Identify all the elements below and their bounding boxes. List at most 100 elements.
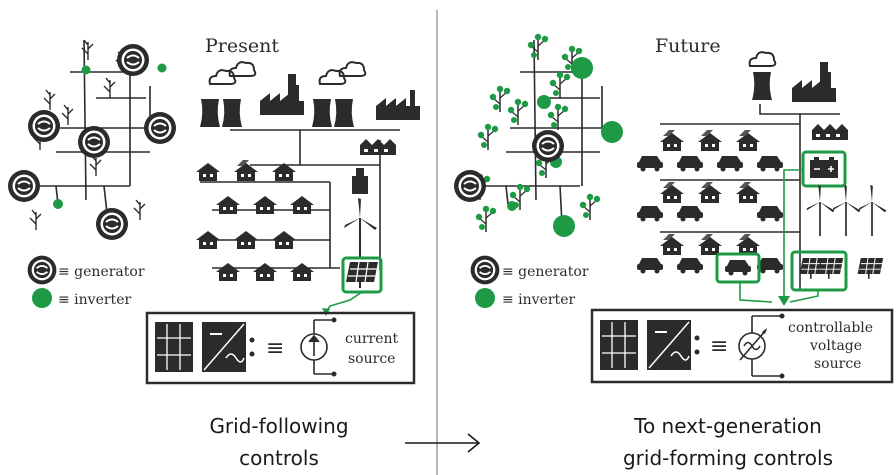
- present-houses: [196, 160, 314, 281]
- power-plant-icon: [200, 99, 220, 127]
- generator-icon: [453, 169, 487, 203]
- house-icon: [736, 234, 760, 255]
- present-inverters: [53, 63, 167, 209]
- solar-panel-icon: [345, 261, 379, 289]
- power-plant-icon: [312, 99, 332, 127]
- factory-icon: [376, 90, 420, 120]
- power-plant-icon: [222, 99, 242, 127]
- future-battery-highlight: [801, 150, 847, 188]
- factory-icon: [812, 124, 848, 140]
- voltage-source-label-1: controllable: [788, 320, 873, 336]
- house-icon: [736, 182, 760, 203]
- power-plant-icon: [334, 99, 354, 127]
- car-icon: [757, 206, 783, 222]
- future-caption-line-1: To next-generation: [633, 414, 822, 438]
- wind-turbine-icon: [831, 184, 862, 237]
- legend-inverter-label: ≡ inverter: [502, 292, 575, 308]
- car-icon: [637, 206, 663, 222]
- house-icon: [290, 196, 314, 214]
- car-icon: [637, 156, 663, 172]
- present-caption-line-1: Grid-following: [209, 414, 348, 438]
- future-ev-highlight: [715, 252, 761, 284]
- generator-icon: [77, 125, 111, 159]
- car-icon: [717, 156, 743, 172]
- house-icon: [660, 234, 684, 255]
- inverter-icon: [32, 288, 52, 308]
- future-solar-farm-highlight: [790, 250, 884, 292]
- voltage-source-icon: [738, 315, 780, 377]
- generator-icon: [27, 109, 61, 143]
- house-icon: [290, 263, 314, 281]
- solar-panel-icon: [856, 257, 884, 280]
- current-source-label-2: source: [348, 351, 395, 367]
- generator-icon: [7, 169, 41, 203]
- current-source-icon: [300, 319, 332, 375]
- car-icon: [677, 206, 703, 222]
- future-panel: Future: [453, 33, 894, 470]
- house-icon: [698, 182, 722, 203]
- converter-icon: [202, 322, 246, 372]
- future-caption-line-2: grid-forming controls: [623, 446, 833, 470]
- car-icon: [637, 258, 663, 274]
- current-source-label-1: current: [345, 331, 399, 347]
- voltage-source-label-2: voltage: [809, 338, 862, 354]
- present-pv-highlight: [322, 256, 383, 316]
- house-icon: [196, 231, 220, 249]
- inverter-icon: [475, 288, 495, 308]
- future-title: Future: [655, 35, 721, 57]
- generator-icon: [26, 254, 58, 286]
- solar-panel-icon: [600, 320, 638, 370]
- car-icon: [677, 156, 703, 172]
- voltage-source-label-3: source: [814, 356, 861, 372]
- present-title: Present: [205, 35, 279, 57]
- generator-icon: [469, 254, 501, 286]
- house-icon: [216, 263, 240, 281]
- solar-panel-icon: [816, 257, 844, 280]
- car-icon: [725, 260, 751, 276]
- future-transmission: [660, 104, 840, 290]
- present-plants: [200, 61, 420, 127]
- car-icon: [677, 258, 703, 274]
- house-icon: [253, 196, 277, 214]
- house-icon: [736, 130, 760, 151]
- factory-icon: [260, 85, 304, 115]
- future-houses-and-evs: [637, 130, 783, 274]
- house-icon: [698, 130, 722, 151]
- power-plant-icon: [752, 72, 772, 100]
- present-substation: [352, 168, 368, 194]
- factory-icon: [360, 139, 396, 155]
- house-icon: [196, 163, 220, 181]
- future-inverters: [507, 57, 623, 237]
- battery-icon: [810, 157, 838, 178]
- future-plants: [748, 51, 848, 140]
- present-caption-line-2: controls: [239, 446, 319, 470]
- house-icon: [234, 160, 258, 181]
- house-icon: [660, 130, 684, 151]
- generator-icon: [95, 207, 129, 241]
- future-turbines: [805, 184, 888, 237]
- converter-icon: [647, 320, 691, 370]
- car-icon: [757, 156, 783, 172]
- factory-icon: [792, 72, 836, 102]
- house-icon: [660, 182, 684, 203]
- future-generators: [453, 129, 565, 203]
- wind-turbine-icon: [805, 184, 836, 237]
- generator-icon: [531, 129, 565, 163]
- generator-icon: [143, 111, 177, 145]
- legend-inverter-label: ≡ inverter: [58, 292, 131, 308]
- present-panel: Present: [7, 35, 420, 470]
- legend-generator-label: ≡ generator: [502, 264, 589, 280]
- house-icon: [234, 231, 258, 249]
- wind-turbine-icon: [857, 184, 888, 237]
- house-icon: [698, 234, 722, 255]
- wind-turbine-icon: [343, 197, 378, 259]
- equivalence-symbol: ≡: [710, 334, 728, 359]
- arrow-right-icon: [405, 433, 481, 453]
- house-icon: [272, 231, 296, 249]
- legend-generator-label: ≡ generator: [58, 264, 145, 280]
- future-legend: ≡ generator ≡ inverter: [469, 254, 589, 308]
- present-legend: ≡ generator ≡ inverter: [26, 254, 145, 308]
- solar-panel-icon: [155, 322, 193, 372]
- house-icon: [253, 263, 277, 281]
